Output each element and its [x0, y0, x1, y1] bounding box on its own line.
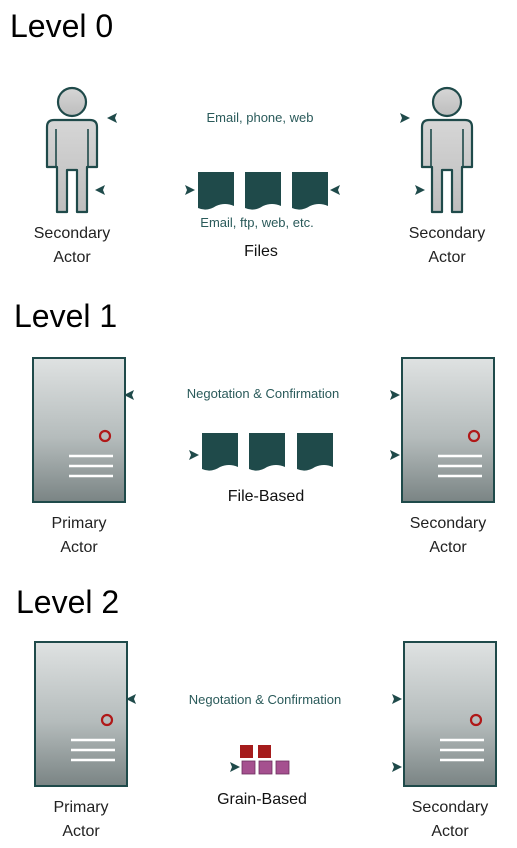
level-0-title: Level 0	[10, 8, 114, 44]
level-1-right-server-icon	[400, 356, 496, 504]
level-2-right-actor-label: Secondary Actor	[385, 796, 515, 844]
level-2-left-actor-label: Primary Actor	[16, 796, 146, 844]
document-icon	[297, 433, 333, 471]
arrow-icon	[330, 185, 340, 195]
document-icon	[198, 172, 234, 210]
arrow-icon	[392, 762, 402, 772]
arrow-icon	[415, 185, 425, 195]
level-2-caption: Grain-Based	[217, 791, 307, 808]
document-icon	[202, 433, 238, 471]
level-2-link-label: Negotation & Confirmation	[188, 692, 342, 707]
level-0-left-person-icon	[45, 86, 99, 214]
actor-role: Secondary	[408, 225, 486, 242]
level-1-right-actor-label: Secondary Actor	[383, 512, 513, 560]
actor-word: Actor	[431, 823, 469, 840]
level-0-right-actor-label: Secondary Actor	[382, 222, 512, 270]
level-1-left-actor-label: Primary Actor	[14, 512, 144, 560]
actor-word: Actor	[53, 249, 91, 266]
level-0-caption: Files	[244, 243, 278, 260]
arrow-icon	[189, 450, 199, 460]
arrow-icon	[107, 113, 117, 123]
arrow-icon	[95, 185, 105, 195]
actor-role: Primary	[51, 515, 107, 532]
document-icon	[249, 433, 285, 471]
level-0-link-label: Email, phone, web	[206, 110, 314, 125]
actor-role: Secondary	[33, 225, 111, 242]
document-icon	[245, 172, 281, 210]
level-0-left-actor-label: Secondary Actor	[7, 222, 137, 270]
actor-word: Actor	[62, 823, 100, 840]
arrow-icon	[390, 390, 400, 400]
level-0-right-person-icon	[420, 86, 474, 214]
arrow-icon	[185, 185, 195, 195]
level-1-caption: File-Based	[227, 488, 305, 505]
actor-role: Secondary	[409, 515, 487, 532]
arrow-icon	[390, 450, 400, 460]
level-1-link-label: Negotation & Confirmation	[186, 386, 340, 401]
actor-word: Actor	[428, 249, 466, 266]
arrow-icon	[400, 113, 410, 123]
actor-word: Actor	[429, 539, 467, 556]
level-1-left-server-icon	[31, 356, 127, 504]
level-2-left-server-icon	[33, 640, 129, 788]
level-2-right-server-icon	[402, 640, 498, 788]
level-1-title: Level 1	[14, 298, 118, 334]
level-0-transfer-label: Email, ftp, web, etc.	[200, 215, 314, 230]
actor-role: Primary	[53, 799, 109, 816]
actor-role: Secondary	[411, 799, 489, 816]
level-2-title: Level 2	[16, 584, 120, 620]
actor-word: Actor	[60, 539, 98, 556]
grain-blocks-icon	[240, 745, 290, 775]
document-icon	[292, 172, 328, 210]
arrow-icon	[392, 694, 402, 704]
arrow-icon	[230, 762, 240, 772]
